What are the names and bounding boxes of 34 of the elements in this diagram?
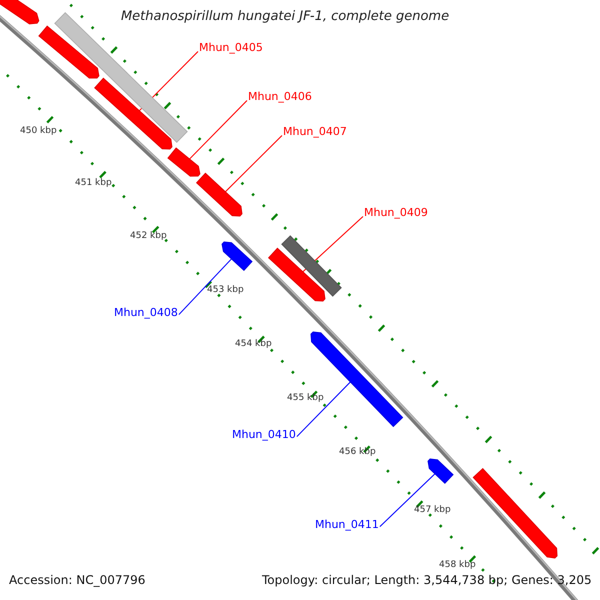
gene-label: Mhun_0406 [248,91,312,104]
gene-feature [94,78,172,150]
leader-line [178,258,232,316]
scale-label: 452 kbp [130,231,167,242]
diagram-title: Methanospirillum hungatei JF-1, complete genome [120,10,450,25]
scale-label: 450 kbp [20,126,57,136]
scale-label: 457 kbp [414,505,451,516]
gene-label: Mhun_0411 [315,519,379,532]
gene-feature [428,458,454,484]
scale-label: 456 kbp [339,447,376,458]
leader-line [296,382,351,438]
gene-feature [268,248,326,302]
gene-feature [0,0,40,24]
gene-label: Mhun_0408 [114,307,178,320]
gene-label: Mhun_0405 [199,42,263,55]
gene-bar [281,235,342,297]
scale-label: 451 kbp [75,178,112,188]
gene-label: Mhun_0410 [232,429,296,442]
gene-feature [38,25,100,79]
gene-feature [472,468,558,558]
gene-feature [167,147,200,177]
leader-line [189,100,248,160]
scale-label: 458 kbp [439,560,476,570]
gene-feature [196,172,242,216]
footer-text: Accession: NC_007796 [9,574,146,588]
scale-label: 455 kbp [287,393,324,404]
leader-line [379,473,436,528]
gene-label: Mhun_0407 [283,126,347,139]
footer-text: Topology: circular; Length: 3,544,738 bp; Genes: 3,205 [262,574,592,588]
gene-feature [222,241,253,271]
scale-label: 454 kbp [235,339,272,350]
gene-label: Mhun_0409 [364,207,428,220]
scale-label: 453 kbp [207,285,244,296]
leader-line [224,134,282,192]
